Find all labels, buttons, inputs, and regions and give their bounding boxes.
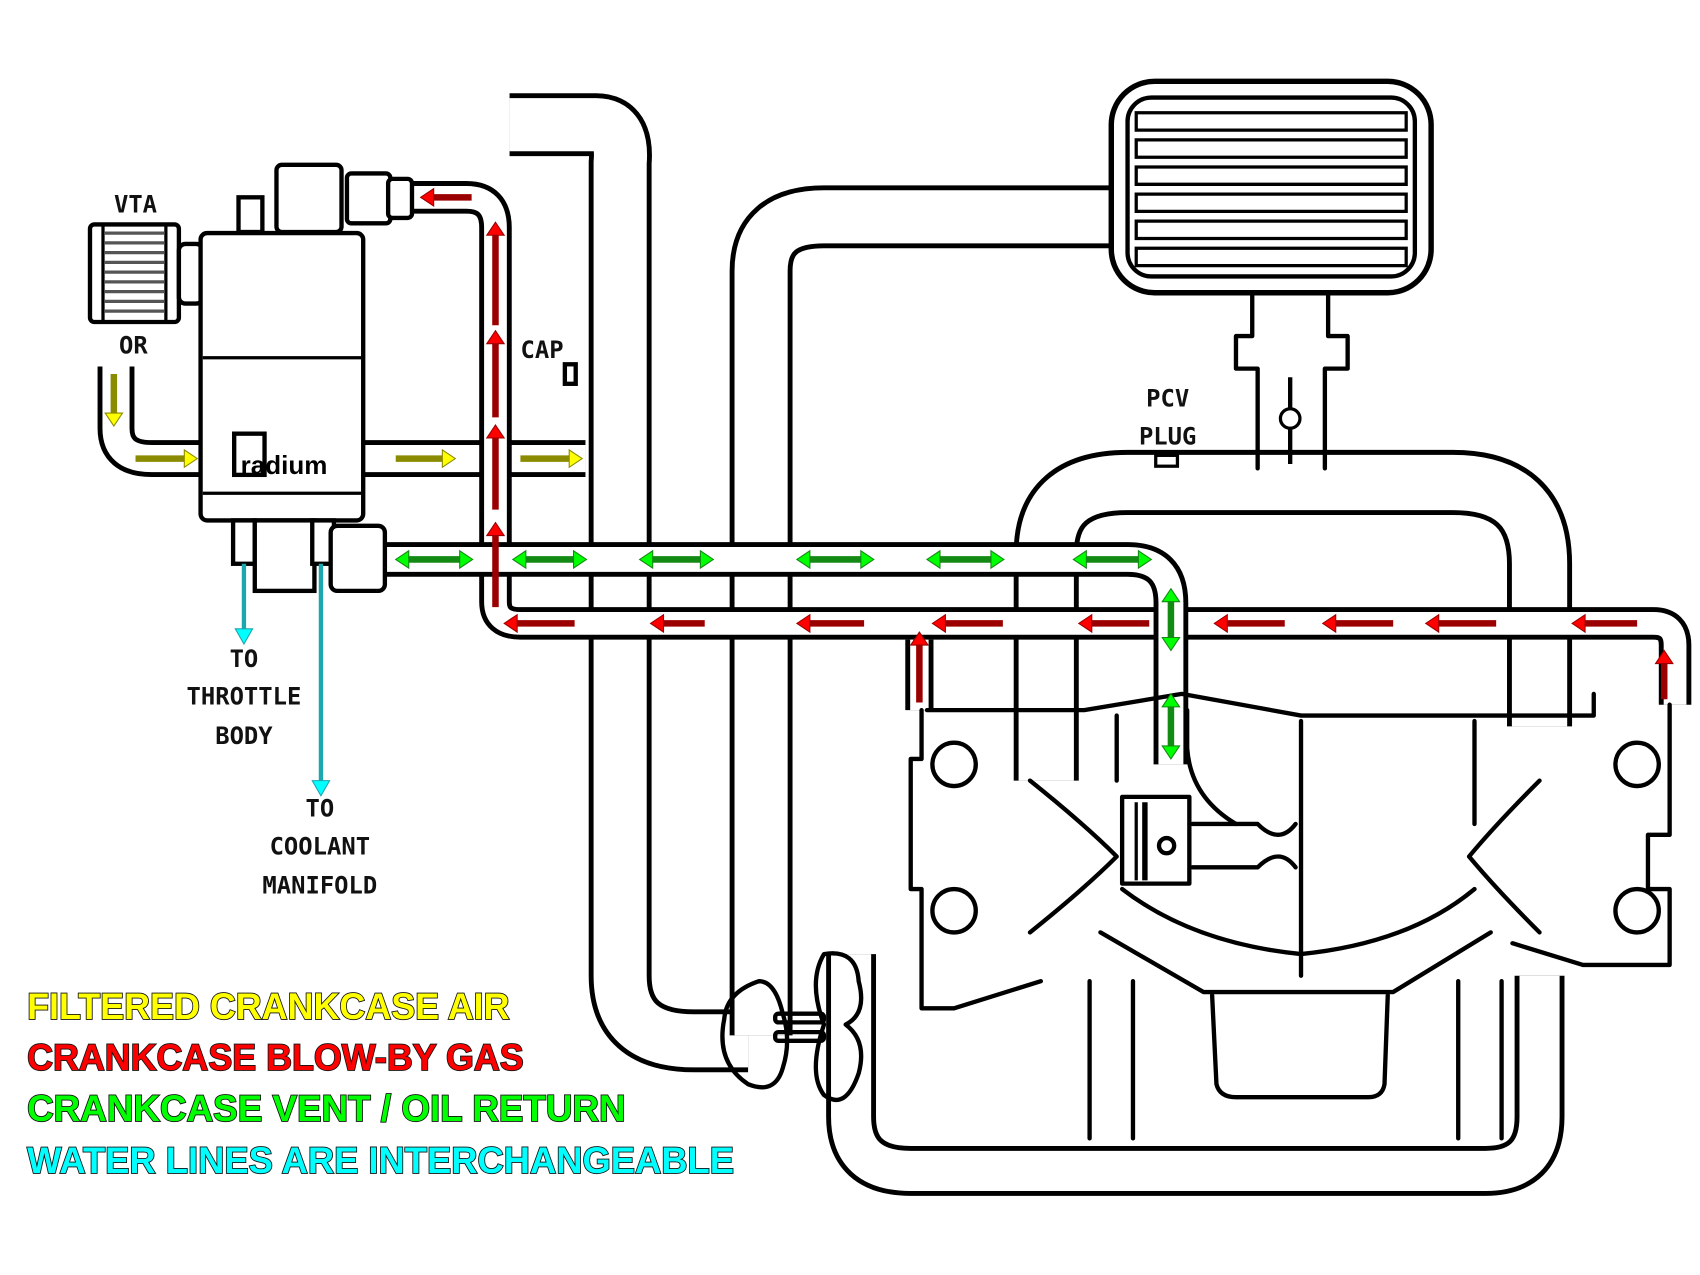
coolant-loop-tube	[826, 954, 1565, 1196]
flow-arrow	[395, 448, 457, 469]
flow-arrow	[485, 424, 506, 510]
legend-blowby-gas: CRANKCASE BLOW-BY GAS	[27, 1037, 524, 1078]
engine-block	[908, 691, 1672, 1141]
label-body: BODY	[215, 722, 273, 750]
flow-arrow	[1321, 613, 1394, 634]
filter-fin	[1134, 138, 1408, 159]
vta-inlet-hose	[97, 366, 202, 478]
catch-can: radium	[198, 162, 415, 594]
flow-arrow	[485, 221, 506, 326]
flow-arrow	[394, 549, 474, 570]
water-lines	[234, 563, 331, 797]
label-manifold: MANIFOLD	[262, 871, 377, 899]
flow-arrows	[104, 187, 1674, 760]
flow-arrow	[795, 549, 875, 570]
filter-fin	[1134, 111, 1408, 132]
flow-arrow	[1072, 549, 1153, 570]
flow-arrow	[1424, 613, 1497, 634]
flow-arrow	[1077, 613, 1150, 634]
legend-water-lines: WATER LINES ARE INTERCHANGEABLE	[27, 1140, 734, 1181]
label-throttle: THROTTLE	[187, 683, 302, 711]
flow-arrow	[419, 187, 472, 208]
flow-arrow	[649, 613, 705, 634]
legend-vent-oil-return: CRANKCASE VENT / OIL RETURN	[27, 1088, 625, 1129]
svg-text:radium: radium	[241, 450, 328, 480]
filter-fin	[1134, 246, 1408, 268]
radium-logo: radium	[232, 431, 328, 480]
flow-arrow	[1654, 649, 1674, 700]
flow-arrow	[511, 549, 588, 570]
flow-arrow	[1161, 587, 1181, 652]
intake-tube-2	[729, 185, 1117, 1036]
flow-arrow	[1213, 613, 1285, 634]
flow-arrow	[925, 549, 1005, 570]
oil-pan	[1209, 993, 1390, 1100]
plenum-tube	[1013, 449, 1573, 781]
label-plug: PLUG	[1139, 423, 1196, 451]
filter-fin	[1134, 165, 1408, 186]
label-coolant: COOLANT	[270, 832, 371, 860]
flow-arrow	[909, 631, 930, 703]
label-vta: VTA	[114, 191, 157, 219]
intake-tube	[509, 93, 749, 1073]
vta-filter	[87, 222, 205, 325]
piston	[1119, 794, 1192, 886]
filter-fin	[1134, 192, 1408, 214]
label-pcv: PCV	[1146, 385, 1189, 413]
flow-arrow	[931, 613, 1003, 634]
flow-arrow	[1161, 692, 1181, 760]
label-or: OR	[119, 331, 148, 359]
cap-fitting	[562, 362, 578, 386]
flow-arrow	[1571, 613, 1638, 634]
pcv-plug	[1154, 453, 1180, 468]
flow-arrow	[485, 329, 506, 418]
coolant-valve	[720, 951, 864, 1102]
flow-arrow	[638, 549, 715, 570]
flow-arrow	[503, 613, 575, 634]
flow-arrow	[104, 374, 124, 428]
throttle-neck	[1233, 290, 1350, 471]
label-cap: CAP	[521, 336, 564, 364]
flow-arrow	[135, 448, 199, 469]
flow-arrow	[485, 521, 506, 608]
legend-filtered-air: FILTERED CRANKCASE AIR	[27, 986, 509, 1027]
air-filter-box	[1108, 78, 1434, 296]
flow-arrow	[795, 613, 865, 634]
blowby-hose	[411, 181, 1692, 705]
legend: FILTERED CRANKCASE AIR CRANKCASE BLOW-BY…	[26, 985, 735, 1182]
label-to-coolant: TO	[305, 794, 334, 822]
label-to-throttle: TO	[230, 645, 259, 673]
filter-fin	[1134, 219, 1408, 241]
flow-arrow	[520, 448, 584, 469]
